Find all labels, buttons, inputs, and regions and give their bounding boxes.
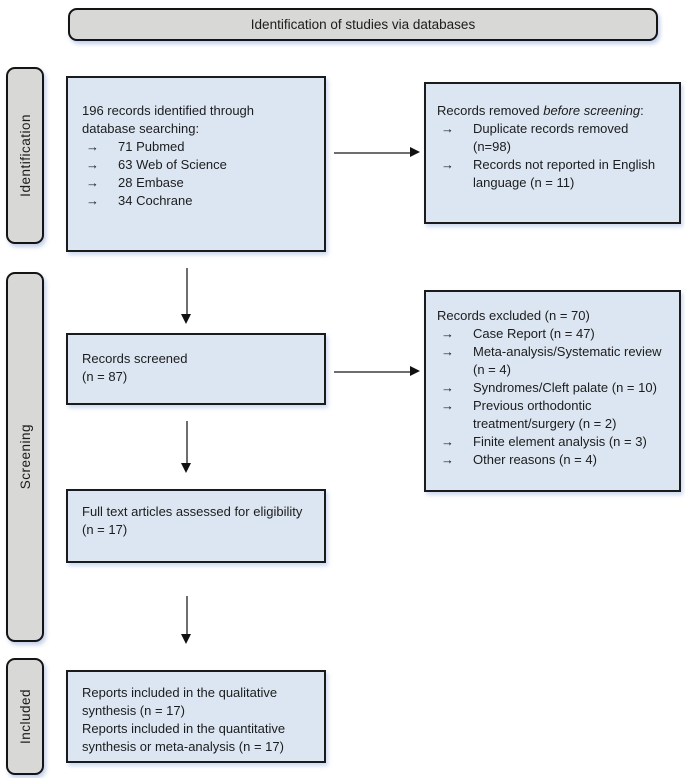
list-item: → Previous orthodontic treatment/surgery… xyxy=(437,397,668,433)
arrow-identified-to-screened xyxy=(181,268,193,324)
arrow-line xyxy=(334,371,412,373)
arrow-bullet-icon: → xyxy=(86,156,99,172)
list-item: → Syndromes/Cleft palate (n = 10) xyxy=(437,379,668,397)
box-title: Records removed before screening: xyxy=(437,102,668,120)
list-item-text: Finite element analysis (n = 3) xyxy=(473,433,647,449)
stage-label-included: Included xyxy=(6,658,44,775)
list-item: → Case Report (n = 47) xyxy=(437,325,668,343)
arrow-line xyxy=(186,596,188,636)
stage-label-text: Included xyxy=(17,688,33,745)
list-item-text: Duplicate records removed (n=98) xyxy=(473,120,629,154)
excluded-reasons-list: → Case Report (n = 47) → Meta-analysis/S… xyxy=(437,325,668,469)
list-item-text: Records not reported in English language… xyxy=(473,156,656,190)
arrow-bullet-icon: → xyxy=(441,120,454,136)
arrow-bullet-icon: → xyxy=(86,192,99,208)
arrow-bullet-icon: → xyxy=(441,397,454,413)
banner-label: Identification of studies via databases xyxy=(250,17,476,32)
arrowhead-right-icon xyxy=(410,147,420,157)
arrow-line xyxy=(186,421,188,465)
list-item-text: Meta-analysis/Systematic review (n = 4) xyxy=(473,343,662,377)
arrow-bullet-icon: → xyxy=(86,174,99,190)
list-item: → 28 Embase xyxy=(82,174,310,192)
box-title: 196 records identified through database … xyxy=(82,103,255,136)
list-item: → Other reasons (n = 4) xyxy=(437,451,668,469)
list-item: → Records not reported in English langua… xyxy=(437,156,668,192)
arrow-bullet-icon: → xyxy=(86,138,99,154)
arrow-bullet-icon: → xyxy=(441,156,454,172)
list-item: → Meta-analysis/Systematic review (n = 4… xyxy=(437,343,668,379)
stage-label-identification: Identification xyxy=(6,67,44,244)
database-list: → 71 Pubmed → 63 Web of Science → 28 Emb… xyxy=(82,138,310,210)
list-item: → Duplicate records removed (n=98) xyxy=(437,120,668,156)
arrow-bullet-icon: → xyxy=(441,451,454,467)
arrow-line xyxy=(334,152,412,154)
box-line: Reports included in the quantitative syn… xyxy=(82,720,286,754)
arrow-bullet-icon: → xyxy=(441,325,454,341)
box-line: Records screened xyxy=(82,351,188,366)
list-item-text: Previous orthodontic treatment/surgery (… xyxy=(473,397,617,431)
list-item-text: 28 Embase xyxy=(118,174,184,190)
removed-reasons-list: → Duplicate records removed (n=98) → Rec… xyxy=(437,120,668,192)
list-item: → Finite element analysis (n = 3) xyxy=(437,433,668,451)
arrow-bullet-icon: → xyxy=(441,433,454,449)
arrow-screened-to-excluded xyxy=(334,366,420,377)
list-item-text: Other reasons (n = 4) xyxy=(473,451,597,467)
arrowhead-right-icon xyxy=(410,366,420,376)
list-item: → 63 Web of Science xyxy=(82,156,310,174)
arrow-line xyxy=(186,268,188,316)
box-line: Full text articles assessed for eligibil… xyxy=(82,504,303,519)
list-item-text: Case Report (n = 47) xyxy=(473,325,595,341)
list-item-text: Syndromes/Cleft palate (n = 10) xyxy=(473,379,657,395)
stage-label-text: Screening xyxy=(17,424,33,490)
box-records-excluded: Records excluded (n = 70) → Case Report … xyxy=(424,290,681,492)
box-records-identified: 196 records identified through database … xyxy=(66,76,326,252)
list-item: → 34 Cochrane xyxy=(82,192,310,210)
arrow-identified-to-removed xyxy=(334,147,420,158)
title-suffix: : xyxy=(640,103,644,118)
stage-label-text: Identification xyxy=(17,114,33,197)
banner-identification-via-databases: Identification of studies via databases xyxy=(68,8,658,41)
box-reports-included: Reports included in the qualitative synt… xyxy=(66,670,326,763)
list-item-text: 63 Web of Science xyxy=(118,156,227,172)
box-fulltext-assessed: Full text articles assessed for eligibil… xyxy=(66,489,326,563)
arrowhead-down-icon xyxy=(181,463,191,473)
box-records-screened: Records screened (n = 87) xyxy=(66,333,326,405)
box-title: Records excluded (n = 70) xyxy=(437,308,590,323)
title-italic: before screening xyxy=(543,103,641,118)
arrow-fulltext-to-included xyxy=(181,596,193,644)
arrowhead-down-icon xyxy=(181,634,191,644)
box-line: Reports included in the qualitative synt… xyxy=(82,685,278,718)
arrowhead-down-icon xyxy=(181,314,191,324)
list-item-text: 34 Cochrane xyxy=(118,192,193,208)
arrow-bullet-icon: → xyxy=(441,343,454,359)
box-records-removed: Records removed before screening: → Dupl… xyxy=(424,82,681,224)
arrow-bullet-icon: → xyxy=(441,379,454,395)
stage-label-screening: Screening xyxy=(6,272,44,642)
list-item-text: 71 Pubmed xyxy=(118,138,185,154)
box-line: (n = 87) xyxy=(82,368,128,384)
box-line: (n = 17) xyxy=(82,521,128,537)
title-prefix: Records removed xyxy=(437,103,544,118)
list-item: → 71 Pubmed xyxy=(82,138,310,156)
arrow-screened-to-fulltext xyxy=(181,421,193,473)
